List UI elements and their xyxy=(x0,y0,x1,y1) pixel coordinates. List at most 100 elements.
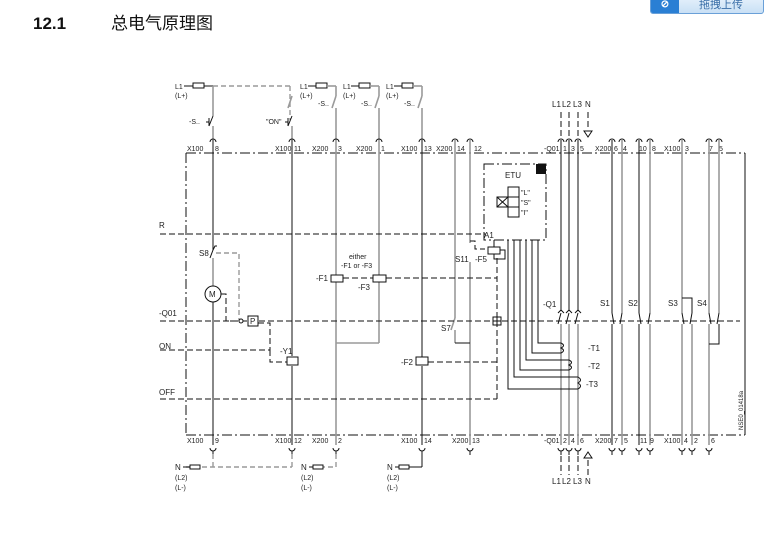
neutral-returns: N (L2) (L-) N (L2) (L-) N (L2) (L-) xyxy=(175,454,423,492)
neutral-triangle-icon xyxy=(583,130,593,138)
terminal-connector-icon xyxy=(565,447,573,455)
terminal-connector-icon xyxy=(715,138,723,143)
terminal-connector-icon xyxy=(418,447,426,455)
bottom-terminal-labels: X100 9 X100 12 X200 2 X100 14 X200 13 -Q… xyxy=(187,438,715,445)
terminal-pin: 9 xyxy=(650,438,654,445)
bottom-phase-labels: L1 L2 L3 N xyxy=(552,451,593,486)
f3-coil-icon xyxy=(372,274,387,283)
s7-label: S7 xyxy=(441,324,451,333)
phase-l2-bottom: L2 xyxy=(562,477,571,486)
terminal-strip: X100 xyxy=(187,146,203,153)
terminal-connector-icon xyxy=(635,138,643,143)
motor-label: M xyxy=(209,290,216,299)
ct-coil-icon xyxy=(559,342,564,354)
section-number: 12.1 xyxy=(33,14,67,33)
fuse-icon xyxy=(312,464,324,470)
phase-n-bottom: N xyxy=(585,477,591,486)
lminus-label: (L-) xyxy=(387,485,398,492)
top-phase-labels: L1 L2 L3 N xyxy=(552,100,593,138)
terminal-pin: 14 xyxy=(457,146,465,153)
terminal-strip: X100 xyxy=(275,438,291,445)
terminal-strip: X100 xyxy=(187,438,203,445)
f5-label: -F5 xyxy=(475,255,488,264)
terminal-pin: 3 xyxy=(571,146,575,153)
terminal-connector-icon xyxy=(466,138,474,143)
terminal-strip: X100 xyxy=(401,146,417,153)
s1-label: S1 xyxy=(600,299,610,308)
f2-label: -F2 xyxy=(401,358,414,367)
terminal-strip: X100 xyxy=(275,146,291,153)
terminal-connector-icon xyxy=(451,138,459,143)
terminal-strip: X200 xyxy=(356,146,372,153)
terminal-strip: -Q01 xyxy=(544,146,560,153)
fuse-icon xyxy=(401,82,414,89)
upload-link-icon: ⊘ xyxy=(651,0,679,13)
terminal-connector-icon xyxy=(375,138,383,143)
phase-n-top: N xyxy=(585,100,591,109)
etu-block: ETU "L" "S" "I" A1 S11 -F5 xyxy=(455,163,547,264)
terminal-connector-icon xyxy=(618,138,626,143)
etu-i-label: "I" xyxy=(521,210,528,217)
terminal-pin: 5 xyxy=(719,146,723,153)
aux-switches: S1 S2 S3 S4 xyxy=(600,140,720,445)
bottom-terminal-arcs xyxy=(209,447,713,455)
terminal-connector-icon xyxy=(209,447,217,455)
terminal-pin: 11 xyxy=(640,438,647,445)
terminal-connector-icon xyxy=(557,138,565,143)
terminal-pin: 12 xyxy=(474,146,482,153)
pushbutton-icon xyxy=(206,115,214,127)
terminal-pin: 2 xyxy=(338,438,342,445)
t2-label: -T2 xyxy=(588,362,601,371)
supply-feed-4: L1 (L+) -S.. xyxy=(386,82,423,140)
section-title: 总电气原理图 xyxy=(111,14,213,34)
s3-label: S3 xyxy=(668,299,678,308)
terminal-connector-icon xyxy=(288,138,296,143)
y1-label: -Y1 xyxy=(280,347,293,356)
terminal-strip: X200 xyxy=(312,146,328,153)
shunt-trips: either -F1 or -F3 -F1 -F3 -F2 S7 xyxy=(316,254,451,367)
terminal-pin: 7 xyxy=(614,438,618,445)
mechanical-links: R -Q01 ON OFF xyxy=(159,221,740,400)
terminal-connector-icon xyxy=(574,447,582,455)
supply-feed-1: L1 (L+) -S.. "ON" xyxy=(175,82,293,140)
terminal-connector-icon xyxy=(565,138,573,143)
drag-upload-button[interactable]: ⊘ 拖拽上传 xyxy=(650,0,764,14)
motor-circuit: S8 M P xyxy=(199,245,271,350)
f2-coil-icon xyxy=(415,356,429,366)
terminal-pin: 13 xyxy=(424,146,432,153)
s-switch-label: -S.. xyxy=(404,101,415,108)
breaker-contact-icon xyxy=(557,309,582,314)
terminal-connector-icon xyxy=(618,447,626,455)
terminal-strip: X200 xyxy=(312,438,328,445)
terminal-strip: X100 xyxy=(401,438,417,445)
terminal-connector-icon xyxy=(646,138,654,143)
terminal-strip: X200 xyxy=(436,146,452,153)
s-switch-label: -S.. xyxy=(361,101,372,108)
s-switch-label: -S.. xyxy=(318,101,329,108)
off-link-label: OFF xyxy=(159,388,175,397)
terminal-pin: 2 xyxy=(694,438,698,445)
fuse-icon xyxy=(189,464,201,470)
a1-label: A1 xyxy=(484,231,494,240)
etu-marker-icon xyxy=(536,164,546,174)
drawing-id: NSE0_01418a xyxy=(739,390,745,430)
t3-label: -T3 xyxy=(586,380,599,389)
s8-label: S8 xyxy=(199,249,209,258)
terminal-pin: 11 xyxy=(294,146,301,153)
terminal-connector-icon xyxy=(688,447,696,455)
terminal-pin: 6 xyxy=(711,438,715,445)
lplus-label: (L+) xyxy=(386,93,399,100)
terminal-pin: 5 xyxy=(624,438,628,445)
s4-label: S4 xyxy=(697,299,707,308)
terminal-connector-icon xyxy=(705,447,713,455)
q01-link-label: -Q01 xyxy=(159,309,177,318)
lminus-label: (L-) xyxy=(301,485,312,492)
l2-label: (L2) xyxy=(387,475,399,482)
terminal-connector-icon xyxy=(646,447,654,455)
l1-label: L1 xyxy=(386,84,394,91)
terminal-pin: 8 xyxy=(652,146,656,153)
main-poles: -Q1 xyxy=(543,140,582,445)
terminal-pin: 12 xyxy=(294,438,302,445)
terminal-pin: 4 xyxy=(571,438,575,445)
